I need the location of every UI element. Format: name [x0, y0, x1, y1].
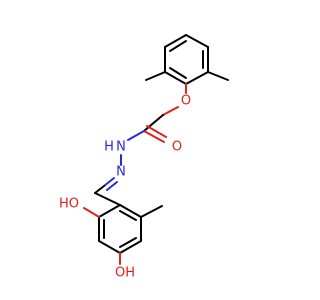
imine-double-bond-1: [103, 177, 115, 187]
bond-double-inner: [169, 67, 187, 79]
bond: [164, 71, 187, 85]
phenol-bond-left: [83, 207, 100, 218]
bond-double-inner: [169, 40, 187, 52]
ether-ch2-bond: [162, 106, 179, 116]
bond: [185, 71, 209, 85]
imine-nitrogen-label: N: [116, 165, 126, 180]
imine-ch-bond: [94, 185, 105, 194]
bond: [119, 204, 142, 218]
methyl-bond-bottom: [140, 205, 163, 218]
bottom-aromatic-ring: [98, 204, 142, 254]
amide-hydrogen-label: H: [104, 140, 114, 155]
carbonyl-bond-2: [146, 125, 167, 138]
methyl-bond-right: [207, 71, 229, 81]
top-aromatic-ring: [164, 34, 209, 85]
bond: [98, 204, 121, 218]
molecule-structure-canvas: O O N H N HO OH: [59, 34, 229, 281]
amide-nitrogen-label: N: [116, 140, 126, 155]
bond: [98, 240, 121, 254]
ether-oxygen-label: O: [181, 94, 191, 109]
carbonyl-oxygen-label: O: [172, 140, 182, 155]
bond-double-inner: [119, 210, 137, 221]
amide-bond: [127, 130, 145, 141]
methyl-bond-left: [145, 71, 166, 81]
bond: [185, 34, 209, 48]
bond-double-inner: [119, 237, 137, 248]
bond: [119, 240, 142, 254]
ch-aryl-bond: [94, 192, 121, 206]
phenol-oh-bottom-label: OH: [115, 266, 135, 281]
ch2-carbonyl-bond: [143, 114, 164, 132]
carbonyl-bond-1: [143, 130, 165, 143]
bond: [164, 34, 187, 48]
phenol-oh-left-label: HO: [59, 197, 79, 212]
imine-double-bond-2: [106, 181, 118, 191]
